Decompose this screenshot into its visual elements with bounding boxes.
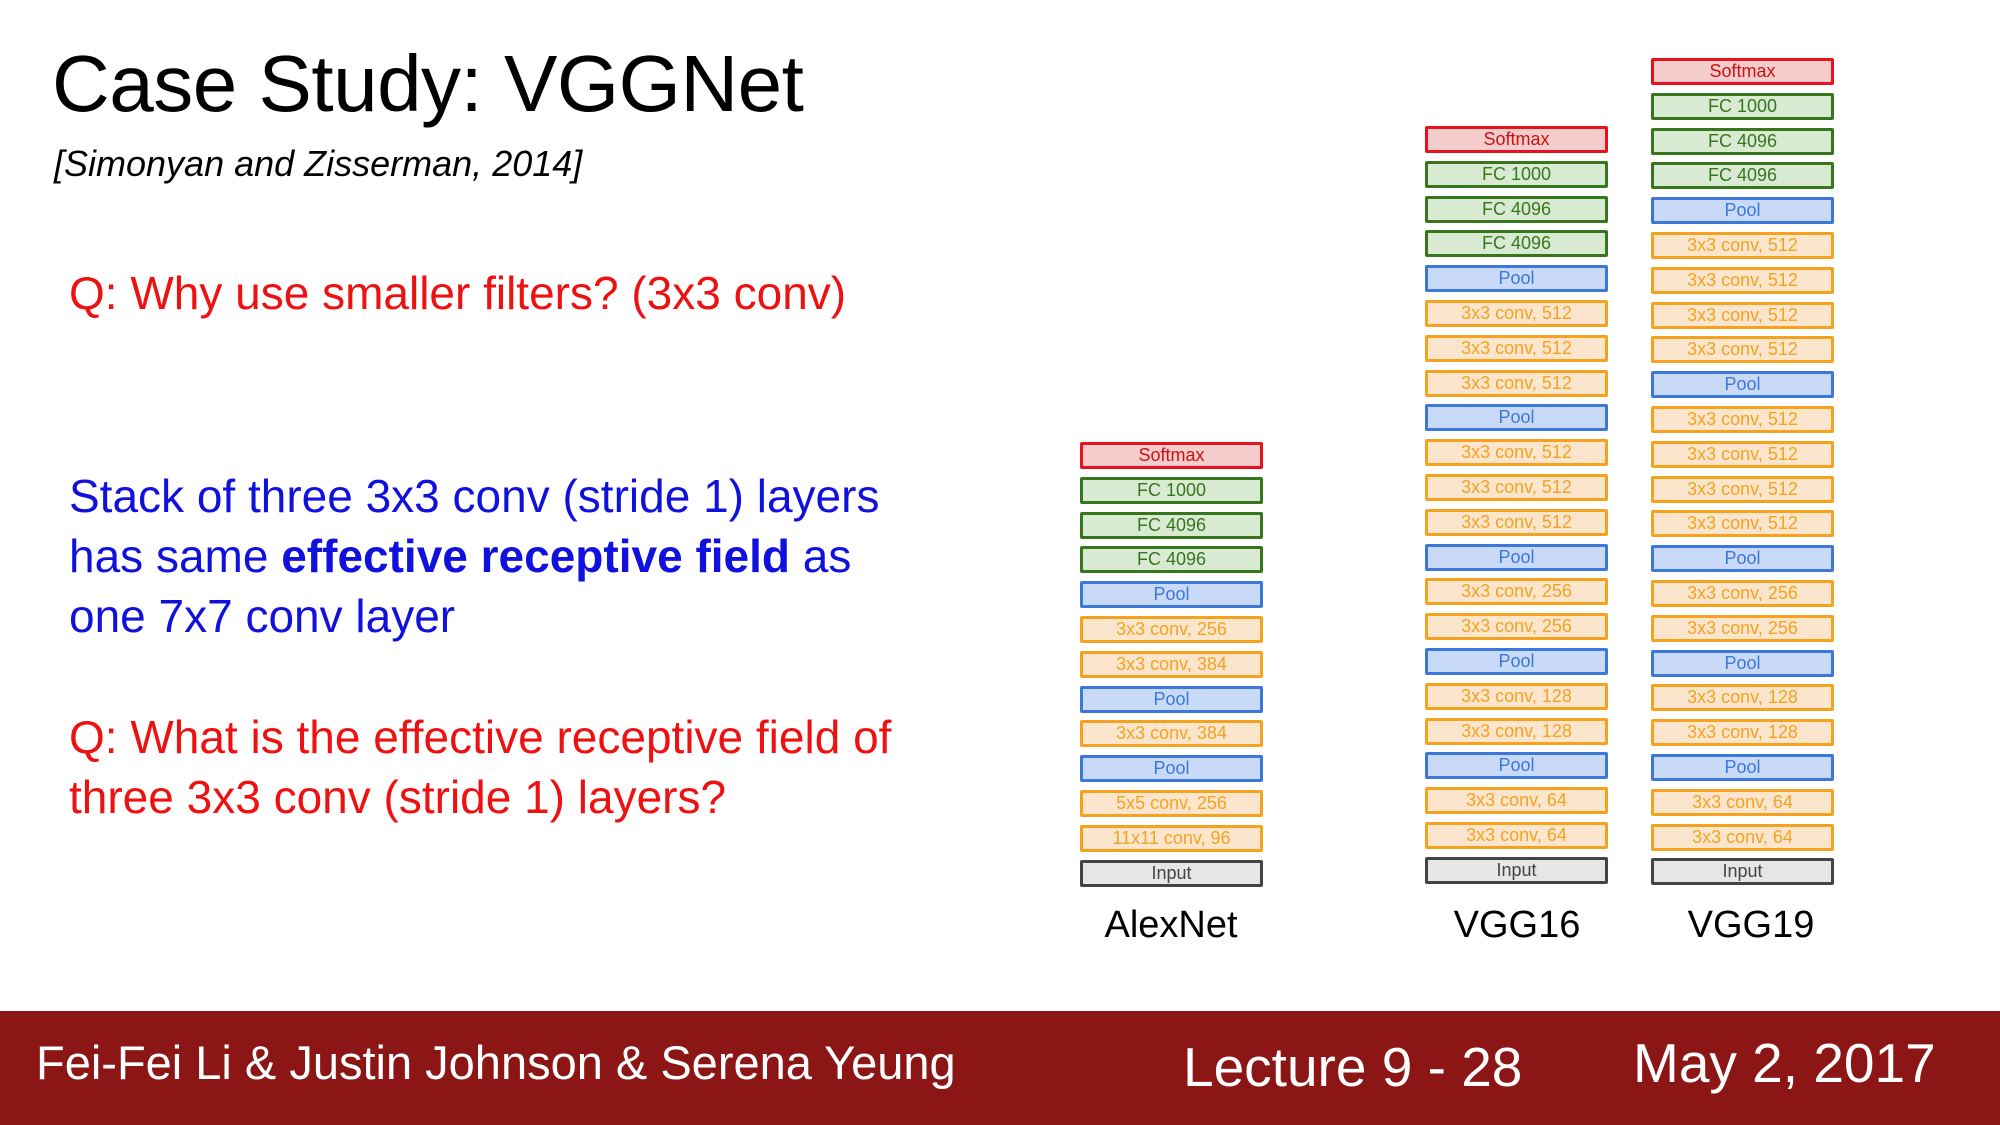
vgg16-layer-fc: FC 1000 [1425,160,1608,188]
vgg19-layer-pool: Pool [1651,649,1834,677]
vgg19-layer-input: Input [1651,858,1834,886]
vgg16-layer-pool: Pool [1425,648,1608,675]
question2-line-1: Q: What is the effective receptive field… [69,711,892,763]
alexnet-layer-input: Input [1080,859,1263,887]
question2-line-2: three 3x3 conv (stride 1) layers? [69,771,727,823]
footer-authors: Fei-Fei Li & Justin Johnson & Serena Yeu… [36,1036,956,1089]
vgg16-layer-conv: 3x3 conv, 512 [1425,508,1608,536]
alexnet-layer-fc: FC 1000 [1080,476,1263,504]
stack-line-2: has same effective receptive field as [69,526,1009,586]
vgg19-layer-conv: 3x3 conv, 256 [1651,580,1834,607]
vgg16-layer-softmax: Softmax [1425,126,1608,153]
vgg19-layer-conv: 3x3 conv, 512 [1651,440,1834,468]
alexnet-layer-pool: Pool [1080,581,1263,609]
stack-line-2-post: as [790,530,852,582]
vgg16-layer-conv: 3x3 conv, 512 [1425,474,1608,501]
vgg16-layer-fc: FC 4096 [1425,230,1608,258]
citation: [Simonyan and Zisserman, 2014] [54,143,583,184]
vgg16-layer-conv: 3x3 conv, 64 [1425,822,1608,849]
alexnet-layer-conv: 11x11 conv, 96 [1080,824,1263,852]
vgg19-layer-pool: Pool [1651,754,1834,781]
vgg19-layer-conv: 3x3 conv, 256 [1651,614,1834,642]
vgg19-layer-conv: 3x3 conv, 512 [1651,475,1834,503]
vgg16-layer-conv: 3x3 conv, 64 [1425,787,1608,815]
vgg19-layer-conv: 3x3 conv, 512 [1651,232,1834,259]
vgg16-layer-pool: Pool [1425,752,1608,780]
alexnet-label: AlexNet [1104,904,1238,946]
alexnet-layer-fc: FC 4096 [1080,546,1263,574]
vgg16-layer-conv: 3x3 conv, 256 [1425,613,1608,641]
vgg16-layer-pool: Pool [1425,404,1608,432]
vgg16-layer-pool: Pool [1425,543,1608,571]
alexnet-layer-conv: 3x3 conv, 384 [1080,650,1263,678]
question-smaller-filters: Q: Why use smaller filters? (3x3 conv) [69,267,847,319]
vgg19-layer-conv: 3x3 conv, 64 [1651,788,1834,816]
footer-date: May 2, 2017 [1633,1032,1936,1094]
vgg16-label: VGG16 [1453,904,1581,946]
vgg19-layer-fc: FC 4096 [1651,162,1834,190]
stack-explanation: Stack of three 3x3 conv (stride 1) layer… [69,466,1009,646]
vgg19-layer-fc: FC 4096 [1651,127,1834,155]
vgg19-layer-conv: 3x3 conv, 512 [1651,336,1834,364]
vgg16-layer-conv: 3x3 conv, 256 [1425,578,1608,606]
stack-line-3: one 7x7 conv layer [69,590,456,642]
vgg19-layer-conv: 3x3 conv, 128 [1651,684,1834,712]
vgg19-layer-conv: 3x3 conv, 128 [1651,719,1834,747]
vgg19-layer-conv: 3x3 conv, 512 [1651,406,1834,433]
vgg19-layer-pool: Pool [1651,197,1834,225]
vgg19-label: VGG19 [1687,904,1815,946]
alexnet-layer-pool: Pool [1080,685,1263,713]
vgg19-layer-softmax: Softmax [1651,58,1834,85]
question-receptive-field: Q: What is the effective receptive field… [69,707,1009,827]
vgg16-layer-conv: 3x3 conv, 128 [1425,717,1608,745]
vgg16-layer-conv: 3x3 conv, 128 [1425,682,1608,710]
vgg19-layer-conv: 3x3 conv, 64 [1651,823,1834,851]
vgg16-layer-conv: 3x3 conv, 512 [1425,334,1608,362]
vgg16-layer-conv: 3x3 conv, 512 [1425,300,1608,327]
vgg16-layer-pool: Pool [1425,265,1608,293]
stack-line-1: Stack of three 3x3 conv (stride 1) layer… [69,470,880,522]
vgg19-layer-fc: FC 1000 [1651,92,1834,120]
footer-bar: Fei-Fei Li & Justin Johnson & Serena Yeu… [0,1011,2000,1125]
vgg16-layer-conv: 3x3 conv, 512 [1425,369,1608,397]
vgg16-layer-fc: FC 4096 [1425,195,1608,223]
vgg19-layer-pool: Pool [1651,371,1834,399]
alexnet-layer-conv: 5x5 conv, 256 [1080,790,1263,817]
vgg19-layer-pool: Pool [1651,545,1834,573]
alexnet-layer-fc: FC 4096 [1080,511,1263,539]
slide-title: Case Study: VGGNet [52,39,804,128]
alexnet-layer-conv: 3x3 conv, 256 [1080,616,1263,643]
vgg19-layer-conv: 3x3 conv, 512 [1651,266,1834,294]
vgg16-layer-conv: 3x3 conv, 512 [1425,439,1608,467]
stack-line-2-pre: has same [69,530,282,582]
stack-line-2-bold: effective receptive field [281,530,791,582]
alexnet-layer-pool: Pool [1080,755,1263,783]
alexnet-layer-conv: 3x3 conv, 384 [1080,720,1263,748]
vgg19-layer-conv: 3x3 conv, 512 [1651,510,1834,538]
footer-lecture: Lecture 9 - 28 [1183,1036,1523,1098]
vgg19-layer-conv: 3x3 conv, 512 [1651,301,1834,329]
alexnet-layer-softmax: Softmax [1080,442,1263,469]
vgg16-layer-input: Input [1425,856,1608,884]
